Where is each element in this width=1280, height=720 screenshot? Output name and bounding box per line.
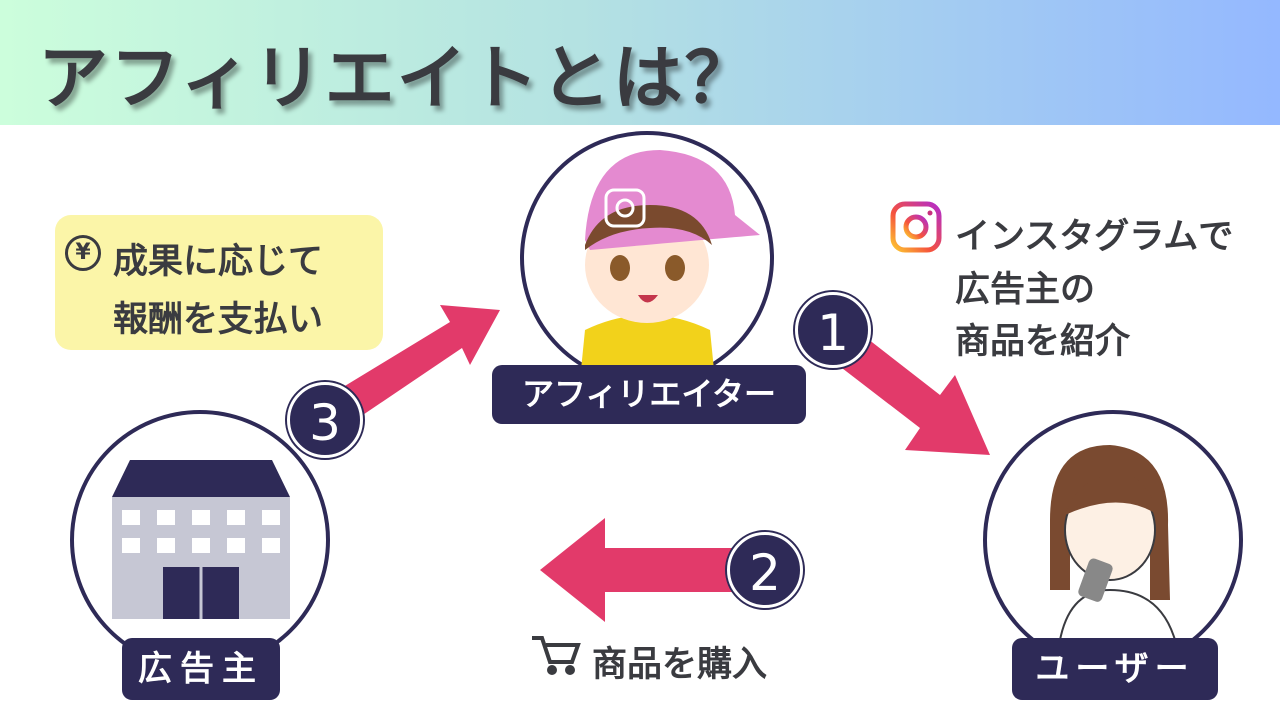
reward-note-line1: 成果に応じて (113, 242, 324, 282)
step-3-badge: 3 (287, 382, 363, 458)
step-1-text-line2: 広告主の (955, 270, 1096, 310)
user-avatar (983, 410, 1243, 670)
affiliator-label: アフィリエイター (492, 365, 806, 424)
step-1-badge: 1 (795, 292, 871, 368)
cart-icon (532, 636, 581, 675)
yen-icon: ¥ (65, 235, 101, 271)
reward-note: ¥ 成果に応じて 報酬を支払い (55, 215, 383, 350)
page-title: アフィリエイトとは？ (38, 37, 757, 119)
affiliator-avatar (520, 131, 774, 385)
arrow-step-2 (540, 518, 735, 622)
user-label: ユーザー (1012, 638, 1218, 700)
arrow-step-3 (330, 305, 500, 425)
advertiser-building (70, 410, 330, 670)
arrow-step-1 (825, 325, 990, 455)
step-1-text-line3: 商品を紹介 (955, 322, 1131, 362)
reward-note-line2: 報酬を支払い (113, 300, 324, 340)
advertiser-label: 広告主 (122, 638, 280, 700)
step-2-text: 商品を購入 (592, 645, 768, 685)
instagram-icon (890, 201, 942, 253)
step-1-text-line1: インスタグラムで (955, 217, 1234, 257)
step-2-badge: 2 (727, 532, 803, 608)
header-banner: アフィリエイトとは？ (0, 0, 1280, 125)
